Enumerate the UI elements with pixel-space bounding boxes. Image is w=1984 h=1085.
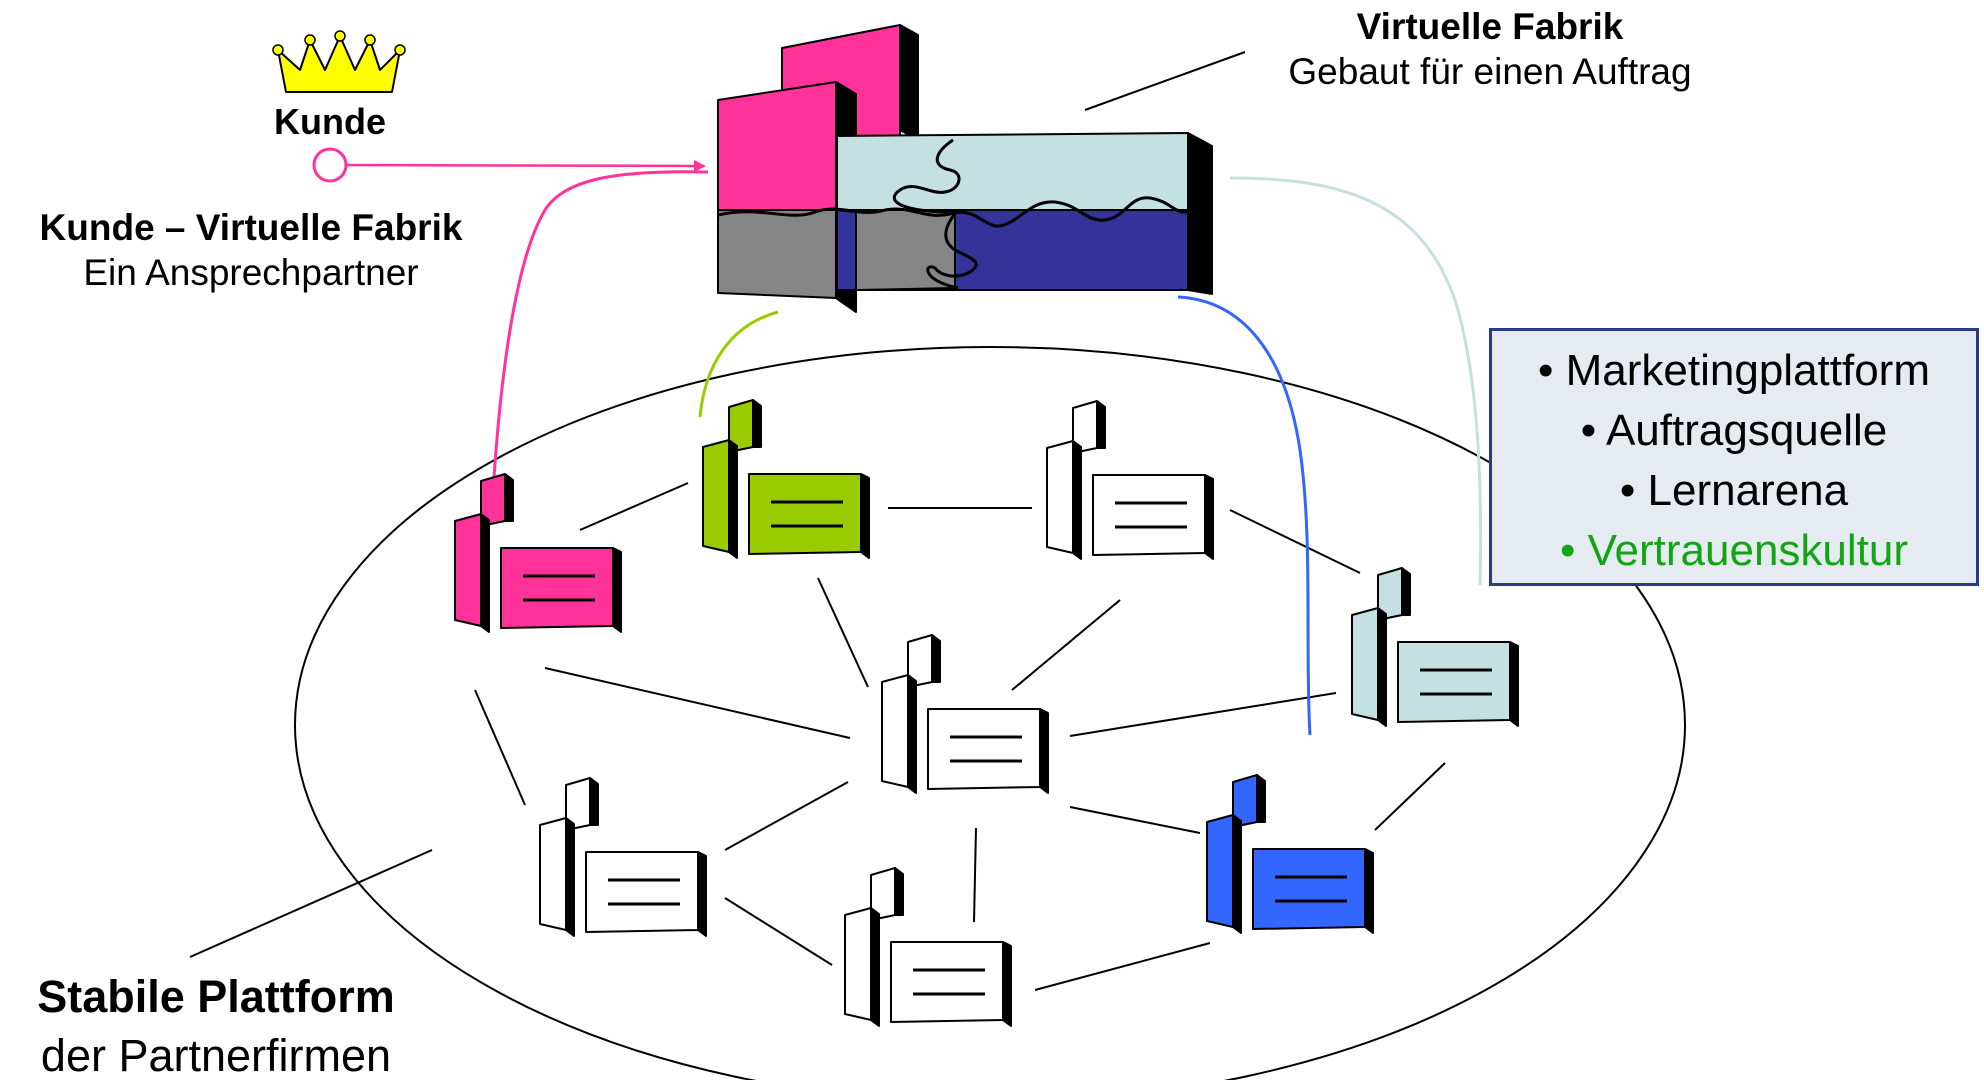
partner-firm-magenta-icon [455,474,621,632]
benefit-item: • Vertrauenskultur [1492,521,1976,581]
partner-firm-center-icon [882,635,1048,793]
crown-icon [273,31,405,92]
platform-block: Stabile Plattform der Partnerfirmen [6,968,426,1085]
benefit-item: • Lernarena [1492,461,1976,521]
partner-firm-white-top-icon [1047,401,1213,559]
link-lightblue [1230,178,1481,585]
benefits-box: • Marketingplattform • Auftragsquelle • … [1489,328,1979,586]
partner-firm-bottom-icon [845,868,1011,1026]
virtual-factory-subtitle: Gebaut für einen Auftrag [1240,49,1740,94]
customer-label: Kunde [230,100,430,144]
customer-relation-subtitle: Ein Ansprechpartner [0,250,502,295]
partner-firms-group [455,400,1518,1026]
customer-circle-icon [314,149,346,181]
virtual-factory-block: Virtuelle Fabrik Gebaut für einen Auftra… [1240,4,1740,94]
platform-subtitle: der Partnerfirmen [6,1027,426,1085]
partner-firm-green-icon [703,400,869,558]
customer-relation-title: Kunde – Virtuelle Fabrik [0,205,502,250]
customer-arrow [346,165,704,166]
customer-relation-block: Kunde – Virtuelle Fabrik Ein Ansprechpar… [0,205,502,295]
benefits-list: • Marketingplattform • Auftragsquelle • … [1492,331,1976,581]
partner-firm-lightblue-icon [1352,568,1518,726]
platform-title: Stabile Plattform [6,968,426,1027]
link-green [700,312,778,417]
virtual-factory-title: Virtuelle Fabrik [1240,4,1740,49]
partner-firm-blue-icon [1207,775,1373,933]
virtual-factory-icon [718,25,1212,312]
benefit-item: • Marketingplattform [1492,341,1976,401]
partner-firm-bottom-left-icon [540,778,706,936]
benefit-item: • Auftragsquelle [1492,401,1976,461]
